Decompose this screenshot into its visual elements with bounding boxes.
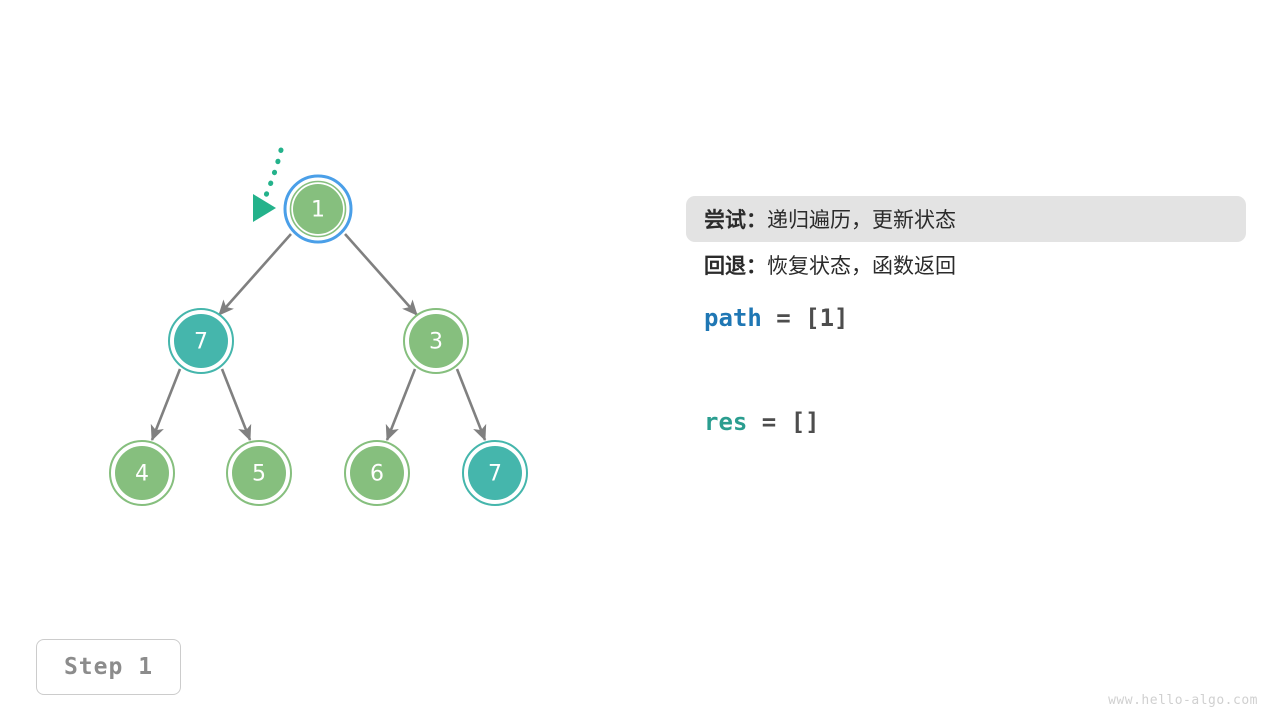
node-6-label: 6 [370, 462, 384, 487]
node-7-right-fill [468, 446, 522, 500]
hint-backtrack-row: 回退：恢复状态，函数返回 [686, 242, 1246, 288]
edge-7-to-5 [220, 368, 252, 441]
edge-3-to-7 [455, 368, 487, 441]
hint-backtrack-label: 回退： [704, 255, 767, 278]
node-7-left-fill [174, 314, 228, 368]
step-badge: Step 1 [36, 639, 181, 695]
node-4-ring [109, 440, 175, 506]
node-4-label: 4 [135, 462, 149, 487]
edge-1-to-7 [218, 233, 292, 316]
hint-try-row: 尝试：递归遍历，更新状态 [686, 196, 1246, 242]
tree-node-7-left[interactable]: 7 [168, 308, 234, 374]
edge-3-to-6 [385, 368, 417, 441]
node-1-ring [289, 180, 347, 238]
res-variable-name: res [704, 408, 748, 436]
tree-edges [150, 233, 487, 441]
tree-node-3[interactable]: 3 [403, 308, 469, 374]
tree-node-5[interactable]: 5 [226, 440, 292, 506]
tree-node-4[interactable]: 4 [109, 440, 175, 506]
tree-node-7-right[interactable]: 7 [462, 440, 528, 506]
node-5-label: 5 [252, 462, 266, 487]
res-variable-row: res = [] [686, 408, 1246, 436]
binary-tree-diagram: 1 7 3 4 [109, 147, 528, 506]
res-variable-value: = [] [747, 408, 820, 436]
node-4-fill [115, 446, 169, 500]
node-1-label: 1 [311, 198, 325, 223]
node-5-fill [232, 446, 286, 500]
node-3-label: 3 [429, 330, 443, 355]
tree-svg: 1 7 3 4 [109, 147, 528, 506]
edge-7-to-4 [150, 368, 182, 441]
info-panel: 尝试：递归遍历，更新状态 回退：恢复状态，函数返回 path = [1] res… [686, 196, 1246, 436]
tree-nodes: 1 7 3 4 [109, 174, 528, 506]
node-3-fill [409, 314, 463, 368]
hint-try-label: 尝试： [704, 209, 767, 232]
node-7-right-label: 7 [488, 462, 502, 487]
hint-try-text: 递归遍历，更新状态 [767, 209, 956, 232]
traversal-pointer-icon [253, 147, 284, 222]
node-7-left-ring [168, 308, 234, 374]
hint-backtrack-text: 恢复状态，函数返回 [767, 255, 956, 278]
watermark: www.hello-algo.com [1108, 693, 1258, 708]
edge-1-to-3 [344, 233, 418, 316]
node-1-highlight-ring [283, 174, 353, 244]
path-variable-name: path [704, 304, 762, 332]
node-3-ring [403, 308, 469, 374]
tree-node-6[interactable]: 6 [344, 440, 410, 506]
node-7-right-ring [462, 440, 528, 506]
node-1-fill [293, 184, 343, 234]
node-6-fill [350, 446, 404, 500]
tree-node-1[interactable]: 1 [283, 174, 353, 244]
path-variable-row: path = [1] [686, 304, 1246, 332]
node-6-ring [344, 440, 410, 506]
node-7-left-label: 7 [194, 330, 208, 355]
path-variable-value: = [1] [761, 304, 849, 332]
node-5-ring [226, 440, 292, 506]
